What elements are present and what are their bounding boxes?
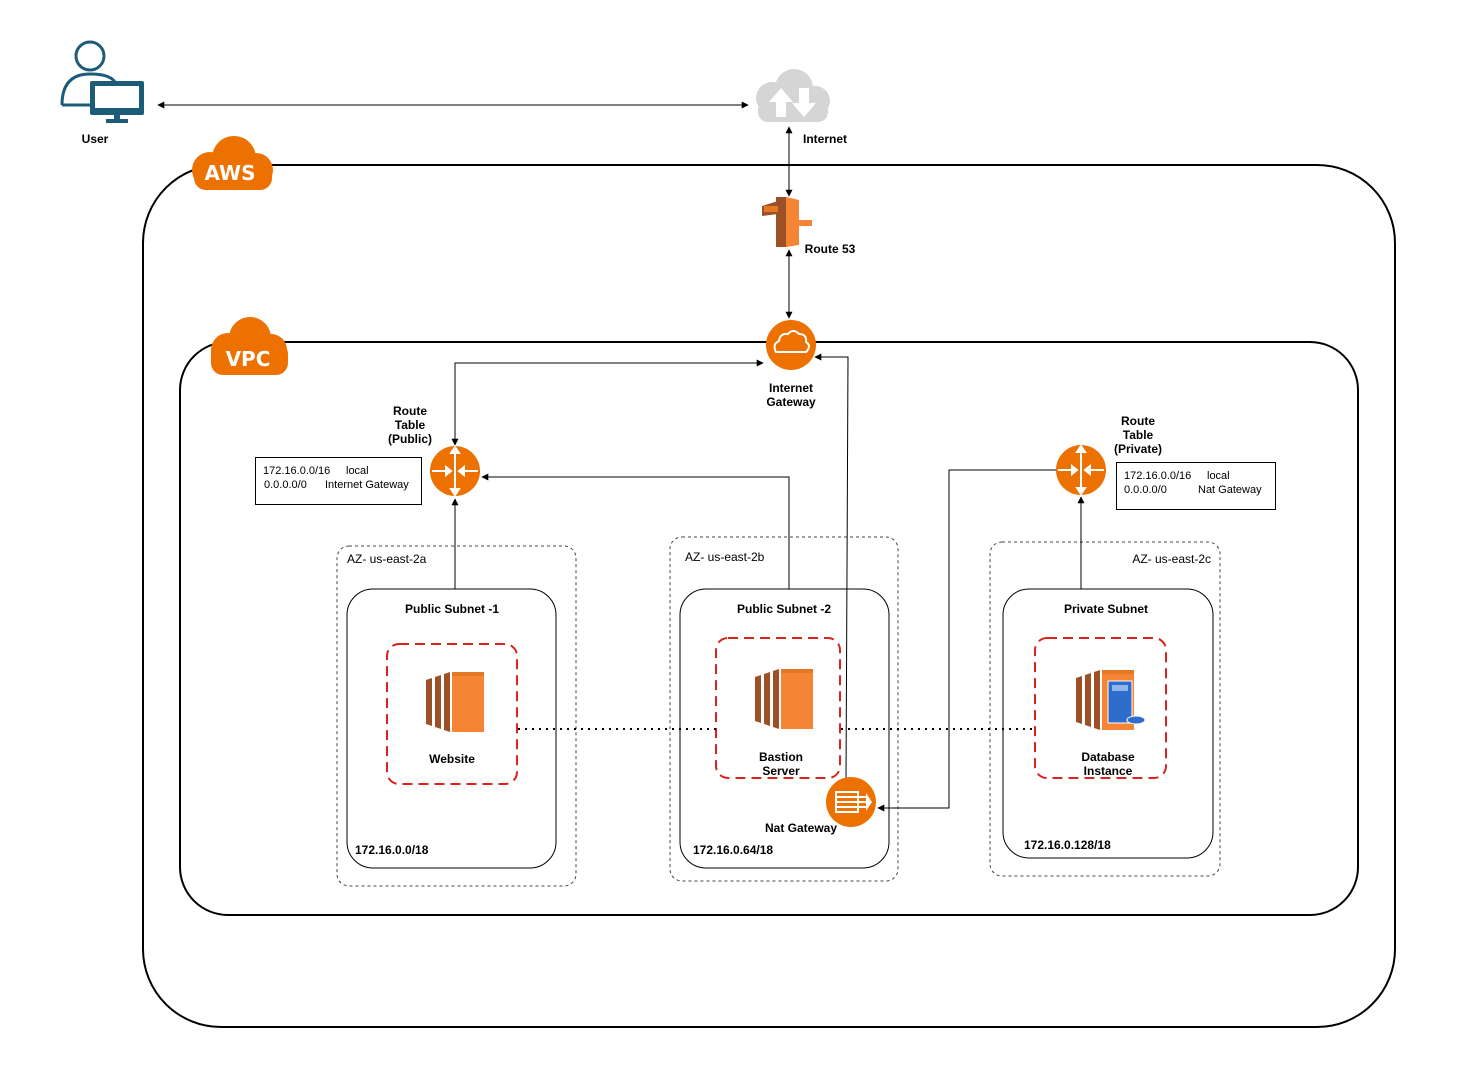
instance-label-bastion: Bastion Server xyxy=(758,750,803,778)
route-entry: 0.0.0.0/0 Internet Gateway xyxy=(263,478,414,492)
route-table-private-entries: 172.16.0.0/16 local 0.0.0.0/0 Nat Gateway xyxy=(1116,462,1276,510)
ec2-instance-icon-bastion xyxy=(755,669,813,729)
router-icon-private xyxy=(1056,444,1106,496)
az-box-2c xyxy=(989,541,1221,877)
route-destination: 172.16.0.0/16 xyxy=(1124,470,1192,482)
aws-badge-text: AWS xyxy=(204,161,255,185)
route-target: local xyxy=(346,465,369,477)
link-igw-public-route-table xyxy=(451,359,764,446)
az-label-2a: AZ- us-east-2a xyxy=(347,552,427,566)
instance-label-database: Database Instance xyxy=(1081,750,1135,778)
route-entry: 172.16.0.0/16 local xyxy=(263,464,414,478)
az-label-2c: AZ- us-east-2c xyxy=(1132,552,1211,566)
internet-gateway-label: Internet Gateway xyxy=(766,381,816,409)
vpc-cloud-badge: VPC xyxy=(211,317,288,375)
route-target: Internet Gateway xyxy=(325,479,409,491)
route-table-private-label: Route Table (Private) xyxy=(1113,414,1163,456)
router-icon-public xyxy=(430,445,480,497)
az-label-2b: AZ- us-east-2b xyxy=(685,550,765,564)
subnet-title-public-2: Public Subnet -2 xyxy=(736,602,831,616)
route-destination: 0.0.0.0/0 xyxy=(264,479,307,491)
route-table-public-label: Route Table (Public) xyxy=(388,404,432,446)
vpc-badge-text: VPC xyxy=(226,347,271,371)
subnet-box-private xyxy=(1002,588,1214,859)
nat-gateway-label: Nat Gateway xyxy=(764,821,838,835)
route-table-public-entries: 172.16.0.0/16 local 0.0.0.0/0 Internet Gat… xyxy=(255,457,422,505)
subnet-cidr-public-2: 172.16.0.64/18 xyxy=(693,843,774,857)
route-target: local xyxy=(1207,470,1230,482)
route-target: Nat Gateway xyxy=(1198,484,1262,496)
link-subnet2-public-route-table xyxy=(481,473,790,589)
route-entry: 172.16.0.0/16 local xyxy=(1124,469,1268,483)
aws-cloud-boundary xyxy=(142,164,1396,1028)
security-group-website xyxy=(386,643,518,785)
subnet-title-public-1: Public Subnet -1 xyxy=(404,602,499,616)
subnet-title-private: Private Subnet xyxy=(1063,602,1149,616)
route53-label: Route 53 xyxy=(804,242,856,256)
internet-gateway-icon xyxy=(766,320,816,370)
nat-gateway-icon xyxy=(826,777,876,827)
instance-label-website: Website xyxy=(429,752,475,766)
aws-cloud-badge: AWS xyxy=(192,136,273,190)
subnet-cidr-private: 172.16.0.128/18 xyxy=(1024,838,1111,852)
user-computer-icon xyxy=(60,40,144,123)
az-box-2a xyxy=(336,545,577,887)
link-private-route-table-nat xyxy=(877,469,1056,812)
route-destination: 0.0.0.0/0 xyxy=(1124,484,1167,496)
az-box-2b xyxy=(669,536,899,882)
route53-icon xyxy=(762,197,812,247)
ec2-database-instance-icon xyxy=(1076,670,1146,730)
security-group-bastion xyxy=(715,637,841,779)
security-group-database xyxy=(1034,637,1167,779)
subnet-box-public-1 xyxy=(346,588,557,869)
link-nat-igw xyxy=(814,353,849,782)
user-label: User xyxy=(81,132,109,146)
route-destination: 172.16.0.0/16 xyxy=(263,465,331,477)
internet-label: Internet xyxy=(802,132,847,146)
subnet-cidr-public-1: 172.16.0.0/18 xyxy=(355,843,429,857)
route-entry: 0.0.0.0/0 Nat Gateway xyxy=(1124,483,1268,497)
ec2-instance-icon-website xyxy=(426,672,484,732)
cloud-upload-download-icon xyxy=(756,69,830,122)
